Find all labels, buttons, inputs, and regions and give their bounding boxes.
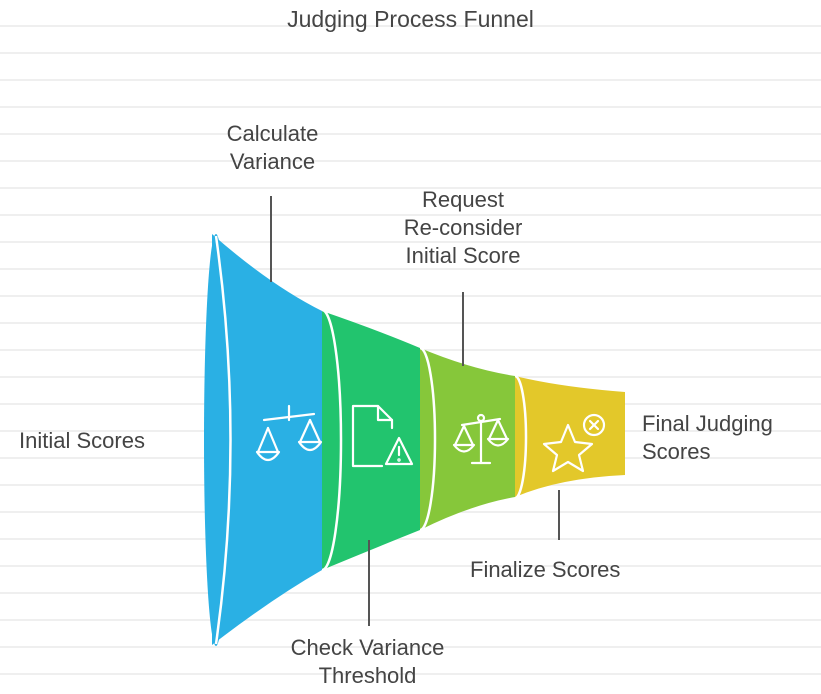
funnel-segment-calculate-variance: [212, 234, 322, 645]
star-x-icon: [542, 413, 606, 473]
funnel-segment-finalize-scores: [515, 376, 625, 497]
funnel-segment-request-reconsider: [420, 348, 515, 530]
stage-label-finalize-scores: Finalize Scores: [470, 557, 621, 582]
funnel-mouth: [204, 234, 228, 646]
balance-scale-icon: [452, 413, 510, 465]
output-label: Final Judging Scores: [642, 411, 773, 464]
stage-label-calculate-variance: Calculate Variance: [226, 121, 319, 174]
funnel-mouth-rim: [214, 235, 232, 645]
input-label: Initial Scores: [19, 428, 145, 453]
funnel-segment-check-variance: [322, 311, 420, 570]
document-warning-icon: [351, 404, 414, 468]
stage-label-check-variance: Check Variance Threshold: [290, 635, 445, 688]
diagram-title: Judging Process Funnel: [287, 6, 534, 32]
scales-icon: [255, 404, 323, 462]
stage-label-request-reconsider: Request Re-consider Initial Score: [403, 187, 523, 268]
